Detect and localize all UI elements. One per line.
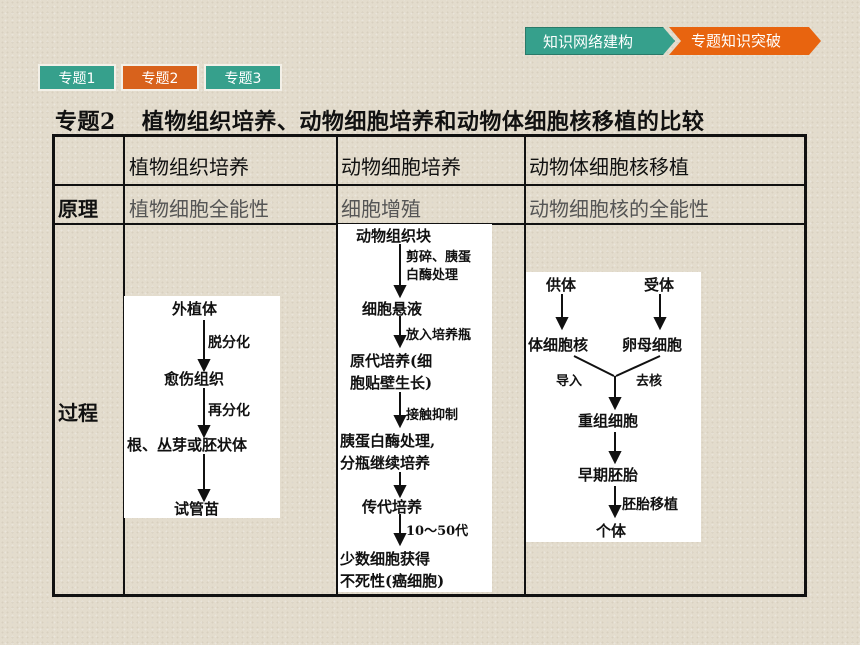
cell-node-tissue-block: 动物组织块: [356, 227, 432, 245]
cell-step-mince: 剪碎、胰蛋: [406, 250, 472, 265]
animal-cell-flow-arrows: [393, 244, 407, 547]
nt-node-donor: 供体: [546, 276, 577, 294]
nt-node-early-embryo: 早期胚胎: [578, 466, 639, 484]
plant-flow-arrows: [197, 320, 211, 503]
nuclear-transfer-flow-diagram: 供体 受体 体细胞核 卵母细胞 导入 去核 重组细胞 早期胚胎 胚胎移植 个体: [526, 272, 701, 542]
nt-node-somatic-nucleus: 体细胞核: [528, 336, 589, 354]
plant-node-roots-buds: 根、丛芽或胚状体: [127, 436, 248, 454]
cell-step-trypsin: 白酶处理: [406, 268, 459, 283]
principle-plant: 植物细胞全能性: [129, 197, 269, 221]
cell-step-contact-inhibition: 接触抑制: [406, 408, 459, 423]
nt-node-individual: 个体: [596, 522, 627, 540]
table-divider: [55, 184, 804, 186]
nav-topic-breakthrough[interactable]: 专题知识突破: [669, 27, 821, 55]
principle-nuclear: 动物细胞核的全能性: [529, 197, 709, 221]
nav-knowledge-network[interactable]: 知识网络建构: [525, 27, 675, 55]
tab-topic-1[interactable]: 专题1: [38, 64, 116, 91]
cell-step-into-flask: 放入培养瓶: [406, 328, 472, 343]
plant-step-dedifferentiation: 脱分化: [208, 335, 250, 351]
cell-node-trypsin-split-1: 胰蛋白酶处理,: [340, 432, 436, 450]
cell-node-immortal-1: 少数细胞获得: [340, 550, 431, 568]
plant-node-callus: 愈伤组织: [164, 370, 225, 388]
table-divider: [336, 137, 338, 594]
tab-topic-2[interactable]: 专题2: [121, 64, 199, 91]
cell-node-suspension: 细胞悬液: [362, 300, 423, 318]
header-nuclear-transfer: 动物体细胞核移植: [529, 155, 689, 179]
nt-node-oocyte: 卵母细胞: [622, 336, 683, 354]
nuclear-flow-arrows: [555, 294, 667, 519]
cell-node-primary-culture-1: 原代培养(细: [350, 352, 433, 370]
table-divider: [524, 137, 526, 594]
title-topic: 专题2: [55, 109, 116, 135]
tab-topic-3[interactable]: 专题3: [204, 64, 282, 91]
plant-step-redifferentiation: 再分化: [208, 403, 250, 419]
cell-step-passages: 10～50代: [406, 524, 469, 539]
header-animal-cell-culture: 动物细胞培养: [341, 155, 461, 179]
row-label-process: 过程: [58, 401, 98, 425]
plant-node-plantlet: 试管苗: [174, 500, 220, 518]
principle-animal-cell: 细胞增殖: [341, 197, 421, 221]
nt-step-embryo-transfer: 胚胎移植: [622, 497, 678, 513]
row-label-principle: 原理: [58, 197, 98, 221]
plant-node-explant: 外植体: [172, 300, 218, 318]
nt-step-insert: 导入: [556, 374, 583, 389]
title-text: 植物组织培养、动物细胞培养和动物体细胞核移植的比较: [141, 109, 705, 135]
plant-flow-diagram: 外植体 脱分化 愈伤组织 再分化 根、丛芽或胚状体 试管苗: [124, 296, 280, 518]
animal-cell-flow-diagram: 动物组织块 剪碎、胰蛋 白酶处理 细胞悬液 放入培养瓶 原代培养(细 胞贴壁生长…: [338, 224, 492, 592]
page-title: 专题2 植物组织培养、动物细胞培养和动物体细胞核移植的比较: [55, 104, 704, 136]
cell-node-primary-culture-2: 胞贴壁生长): [350, 374, 433, 392]
nt-node-recipient: 受体: [644, 276, 675, 294]
cell-node-trypsin-split-2: 分瓶继续培养: [340, 454, 431, 472]
nt-step-enucleate: 去核: [636, 374, 663, 389]
header-plant-tissue-culture: 植物组织培养: [129, 155, 249, 179]
cell-node-immortal-2: 不死性(癌细胞): [340, 572, 445, 590]
nt-node-reconstructed-cell: 重组细胞: [578, 412, 639, 430]
cell-node-subculture: 传代培养: [362, 498, 423, 516]
